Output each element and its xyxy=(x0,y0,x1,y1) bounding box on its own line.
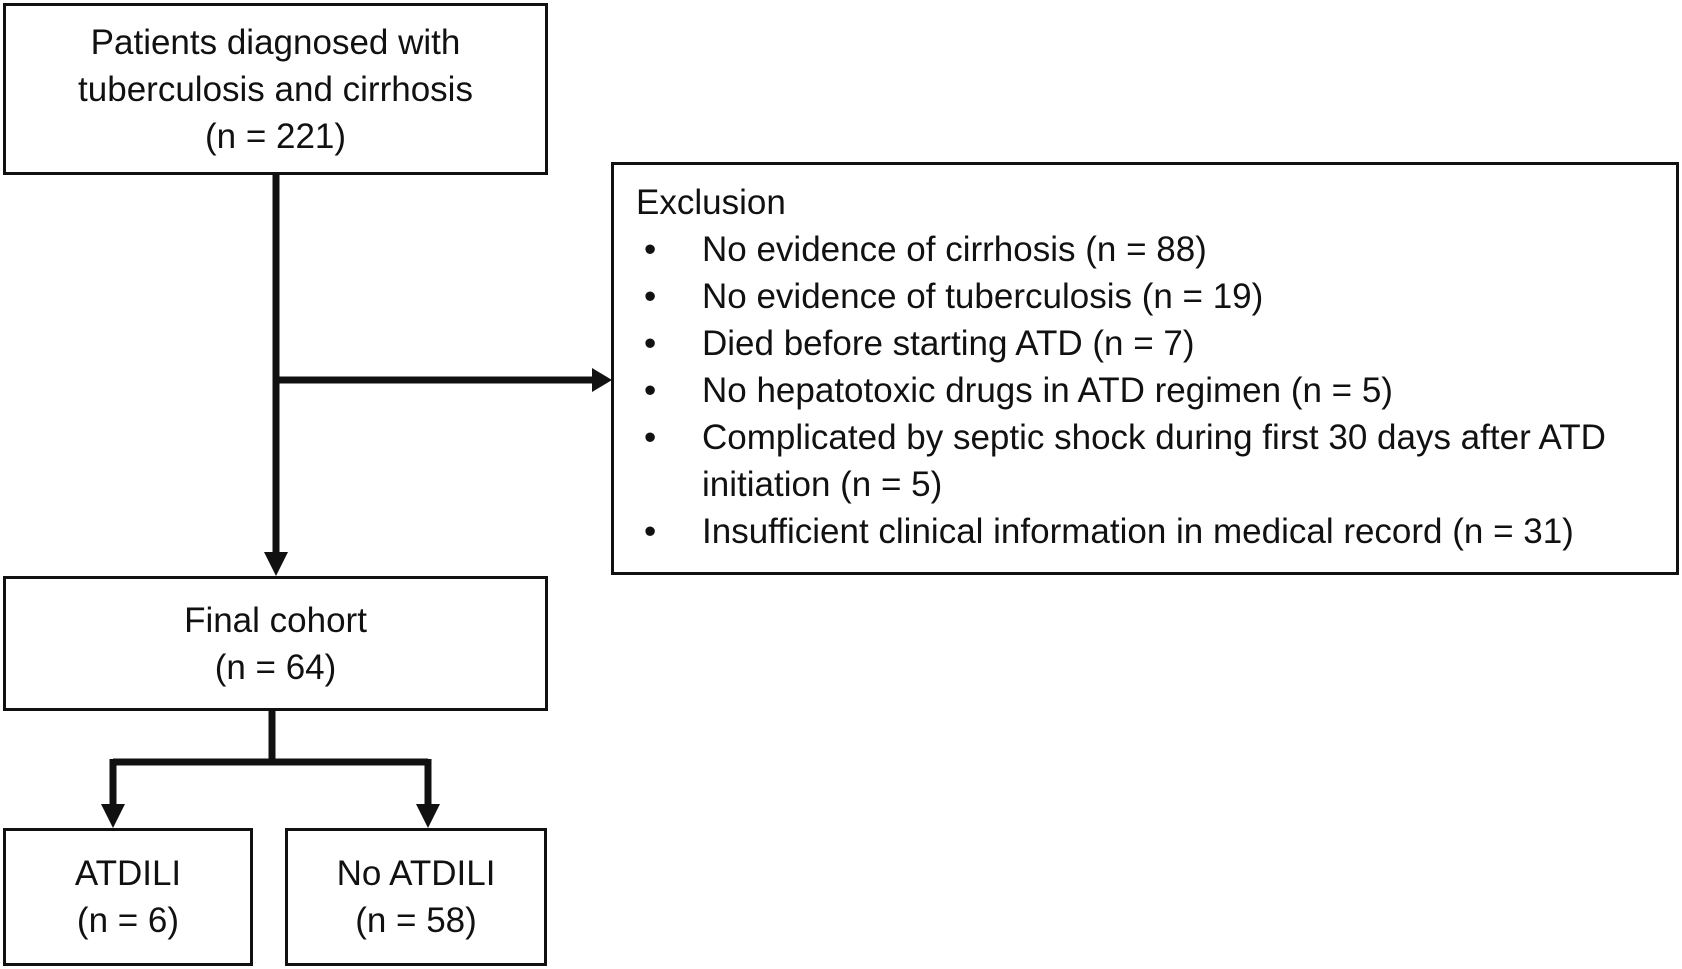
bullet-icon: • xyxy=(644,277,657,316)
exclusion-item-text: Complicated by septic shock during first… xyxy=(702,418,1606,504)
bullet-icon: • xyxy=(644,230,657,269)
no-atdili-box: No ATDILI (n = 58) xyxy=(285,828,547,966)
arrowhead-to-no-atdili xyxy=(416,804,440,828)
exclusion-item-text: No hepatotoxic drugs in ATD regimen (n =… xyxy=(702,371,1393,410)
patients-label-line2: tuberculosis and cirrhosis xyxy=(78,69,473,109)
final-cohort-label: Final cohort xyxy=(184,600,367,640)
bullet-icon: • xyxy=(644,324,657,363)
exclusion-item: • No hepatotoxic drugs in ATD regimen (n… xyxy=(636,367,1658,414)
no-atdili-label: No ATDILI xyxy=(336,854,496,893)
exclusion-list: • No evidence of cirrhosis (n = 88) • No… xyxy=(636,226,1658,555)
arrowhead-to-exclusion xyxy=(592,368,612,392)
exclusion-item: • No evidence of cirrhosis (n = 88) xyxy=(636,226,1658,273)
exclusion-item: • No evidence of tuberculosis (n = 19) xyxy=(636,273,1658,320)
exclusion-item: • Insufficient clinical information in m… xyxy=(636,508,1658,555)
exclusion-item-text: No evidence of tuberculosis (n = 19) xyxy=(702,277,1264,316)
exclusion-item-text: No evidence of cirrhosis (n = 88) xyxy=(702,230,1207,269)
atdili-box: ATDILI (n = 6) xyxy=(3,828,253,966)
exclusion-item-text: Insufficient clinical information in med… xyxy=(702,512,1574,551)
no-atdili-count: (n = 58) xyxy=(355,901,477,940)
bullet-icon: • xyxy=(644,512,657,551)
patients-label-line1: Patients diagnosed with xyxy=(90,22,461,62)
exclusion-box: Exclusion • No evidence of cirrhosis (n … xyxy=(611,162,1679,575)
bullet-icon: • xyxy=(644,371,657,410)
exclusion-item-text: Died before starting ATD (n = 7) xyxy=(702,324,1195,363)
exclusion-item: • Complicated by septic shock during fir… xyxy=(636,414,1658,508)
arrowhead-to-atdili xyxy=(101,804,125,828)
atdili-label: ATDILI xyxy=(74,854,182,893)
patients-count: (n = 221) xyxy=(204,116,347,156)
bullet-icon: • xyxy=(644,418,657,457)
arrowhead-to-final-cohort xyxy=(264,552,288,576)
final-cohort-box: Final cohort (n = 64) xyxy=(3,576,548,711)
atdili-count: (n = 6) xyxy=(76,901,180,940)
exclusion-item: • Died before starting ATD (n = 7) xyxy=(636,320,1658,367)
patients-box: Patients diagnosed with tuberculosis and… xyxy=(3,3,548,175)
final-cohort-count: (n = 64) xyxy=(214,647,337,687)
exclusion-title: Exclusion xyxy=(636,183,786,222)
